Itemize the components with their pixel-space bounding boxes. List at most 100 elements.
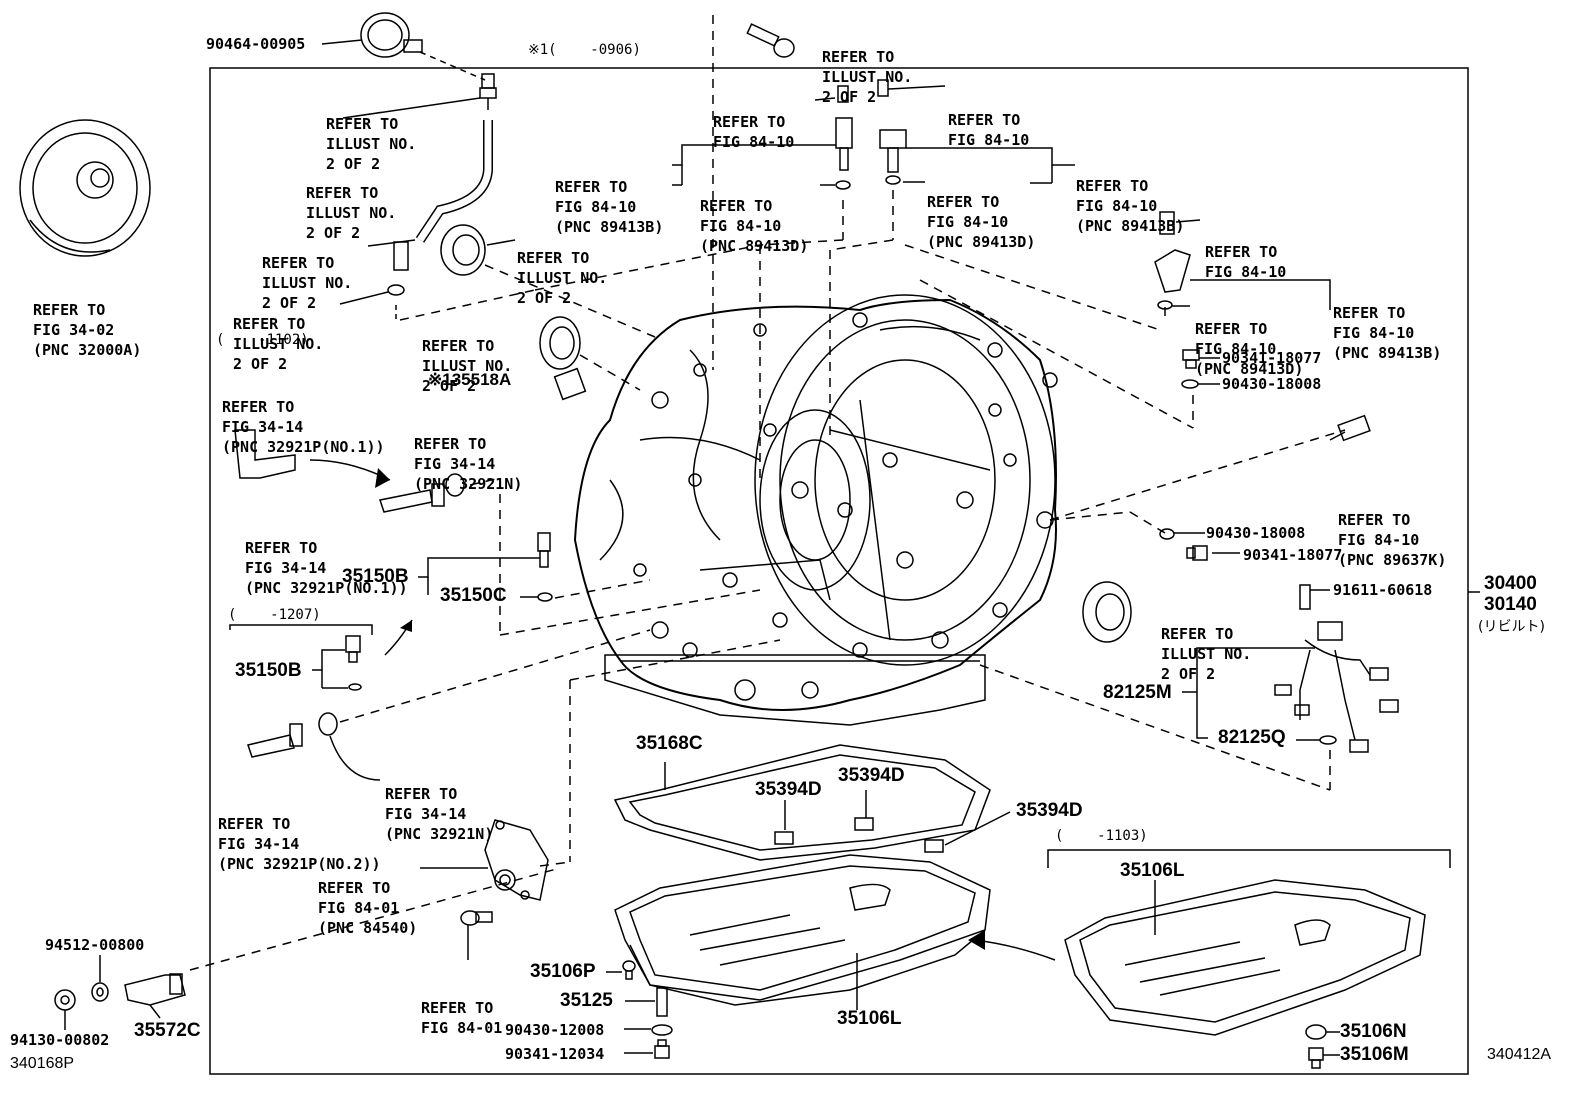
plug-90341-c xyxy=(654,1039,670,1059)
plug-90341-b xyxy=(1186,545,1208,561)
sensor-89637k xyxy=(1329,414,1371,442)
part-30400: 30400 xyxy=(1484,573,1537,594)
sensor-35150b-2 xyxy=(345,635,361,663)
gasket-90430-c xyxy=(651,1024,673,1036)
plug-90341-a xyxy=(1182,349,1200,369)
date-note-1103: ( -1103) xyxy=(1055,828,1148,844)
union-straight xyxy=(379,483,445,513)
part-82125q: 82125Q xyxy=(1218,727,1286,748)
magnet-3 xyxy=(924,839,944,853)
oil-seal-right xyxy=(1082,581,1132,643)
part-35150b: 35150B xyxy=(342,566,409,587)
part-90341-18077-a: 90341-18077 xyxy=(1222,349,1322,367)
union-no2 xyxy=(247,723,303,758)
speed-sensor-left xyxy=(835,85,853,190)
speed-sensor-right xyxy=(877,79,907,185)
bolt-top xyxy=(746,23,795,58)
part-90341-12034: 90341-12034 xyxy=(505,1045,605,1063)
part-35125: 35125 xyxy=(560,990,613,1011)
o-ring-small xyxy=(387,284,405,296)
washer-94512 xyxy=(91,982,109,1002)
part-35168c: 35168C xyxy=(636,733,703,754)
drain-plug-35106n xyxy=(1305,1024,1327,1040)
oil-seal-mid xyxy=(539,316,581,370)
illustration-id-right: 340412A xyxy=(1487,1046,1552,1063)
part-90341-18077-b: 90341-18077 xyxy=(1243,546,1343,564)
nut-94130 xyxy=(54,989,76,1011)
part-35106l: 35106L xyxy=(837,1008,902,1029)
torque-converter xyxy=(19,119,151,257)
stud-35125 xyxy=(656,987,668,1017)
date-note-1207: ( -1207) xyxy=(228,607,321,623)
transaxle-assembly xyxy=(573,294,1058,726)
part-35150c: 35150C xyxy=(440,585,507,606)
oil-pan-variant xyxy=(1064,879,1426,1036)
o-ring-32921n xyxy=(445,473,465,497)
assembly-lines xyxy=(189,15,1346,971)
breather-plug xyxy=(479,73,497,110)
part-91611-60618: 91611-60618 xyxy=(1333,581,1433,599)
part-90430-12008: 90430-12008 xyxy=(505,1021,605,1039)
union-elbow xyxy=(234,429,296,479)
sensor-right-side xyxy=(1154,211,1191,310)
magnet-1 xyxy=(774,831,794,845)
bracket-35572c xyxy=(124,973,186,1006)
part-82125m: 82125M xyxy=(1103,682,1172,703)
part-35106p: 35106P xyxy=(530,961,596,982)
oil-seal-upper xyxy=(440,224,486,276)
illustration-id-left: 340168P xyxy=(10,1055,75,1072)
part-90430-18008-a: 90430-18008 xyxy=(1222,375,1322,393)
rebuilt-note: (リビルト) xyxy=(1478,619,1545,635)
neutral-start-switch xyxy=(484,819,549,901)
part-35394d-b: 35394D xyxy=(838,765,905,786)
part-35106m: 35106M xyxy=(1340,1044,1409,1065)
oil-pan xyxy=(614,854,991,1006)
part-35106l-variant: 35106L xyxy=(1120,860,1185,881)
part-30140: 30140 xyxy=(1484,594,1537,615)
date-note-0906: ※1( -0906) xyxy=(528,42,641,58)
date-note-1102: ( -1102) xyxy=(216,332,309,348)
part-35106n: 35106N xyxy=(1340,1021,1407,1042)
wire-harness xyxy=(1274,584,1399,753)
drain-plug-35106m xyxy=(1308,1047,1324,1069)
gasket-90430-b xyxy=(1159,528,1175,540)
magnet-2 xyxy=(854,817,874,831)
hose-clamp xyxy=(360,12,423,58)
part-35572c: 35572C xyxy=(134,1020,201,1041)
part-90430-18008-b: 90430-18008 xyxy=(1206,524,1306,542)
bolt-35106p xyxy=(622,960,636,980)
sensor-35150b xyxy=(537,532,551,568)
part-35394d-a: 35394D xyxy=(755,779,822,800)
bolt-84-01 xyxy=(460,910,493,926)
part-35150b-2: 35150B xyxy=(235,660,302,681)
part-94130-00802: 94130-00802 xyxy=(10,1031,110,1049)
part-94512-00800: 94512-00800 xyxy=(45,936,145,954)
part-35394d-c: 35394D xyxy=(1016,800,1083,821)
part-90464-00905: 90464-00905 xyxy=(206,35,306,53)
